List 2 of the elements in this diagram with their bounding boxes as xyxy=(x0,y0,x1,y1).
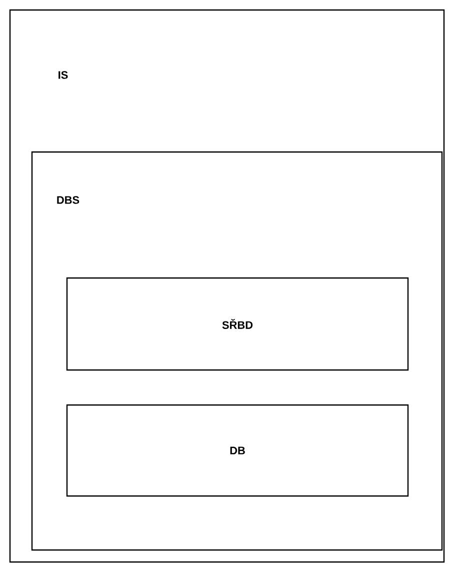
component-box: DB xyxy=(66,404,409,497)
component-box: SŘBD xyxy=(66,277,409,371)
